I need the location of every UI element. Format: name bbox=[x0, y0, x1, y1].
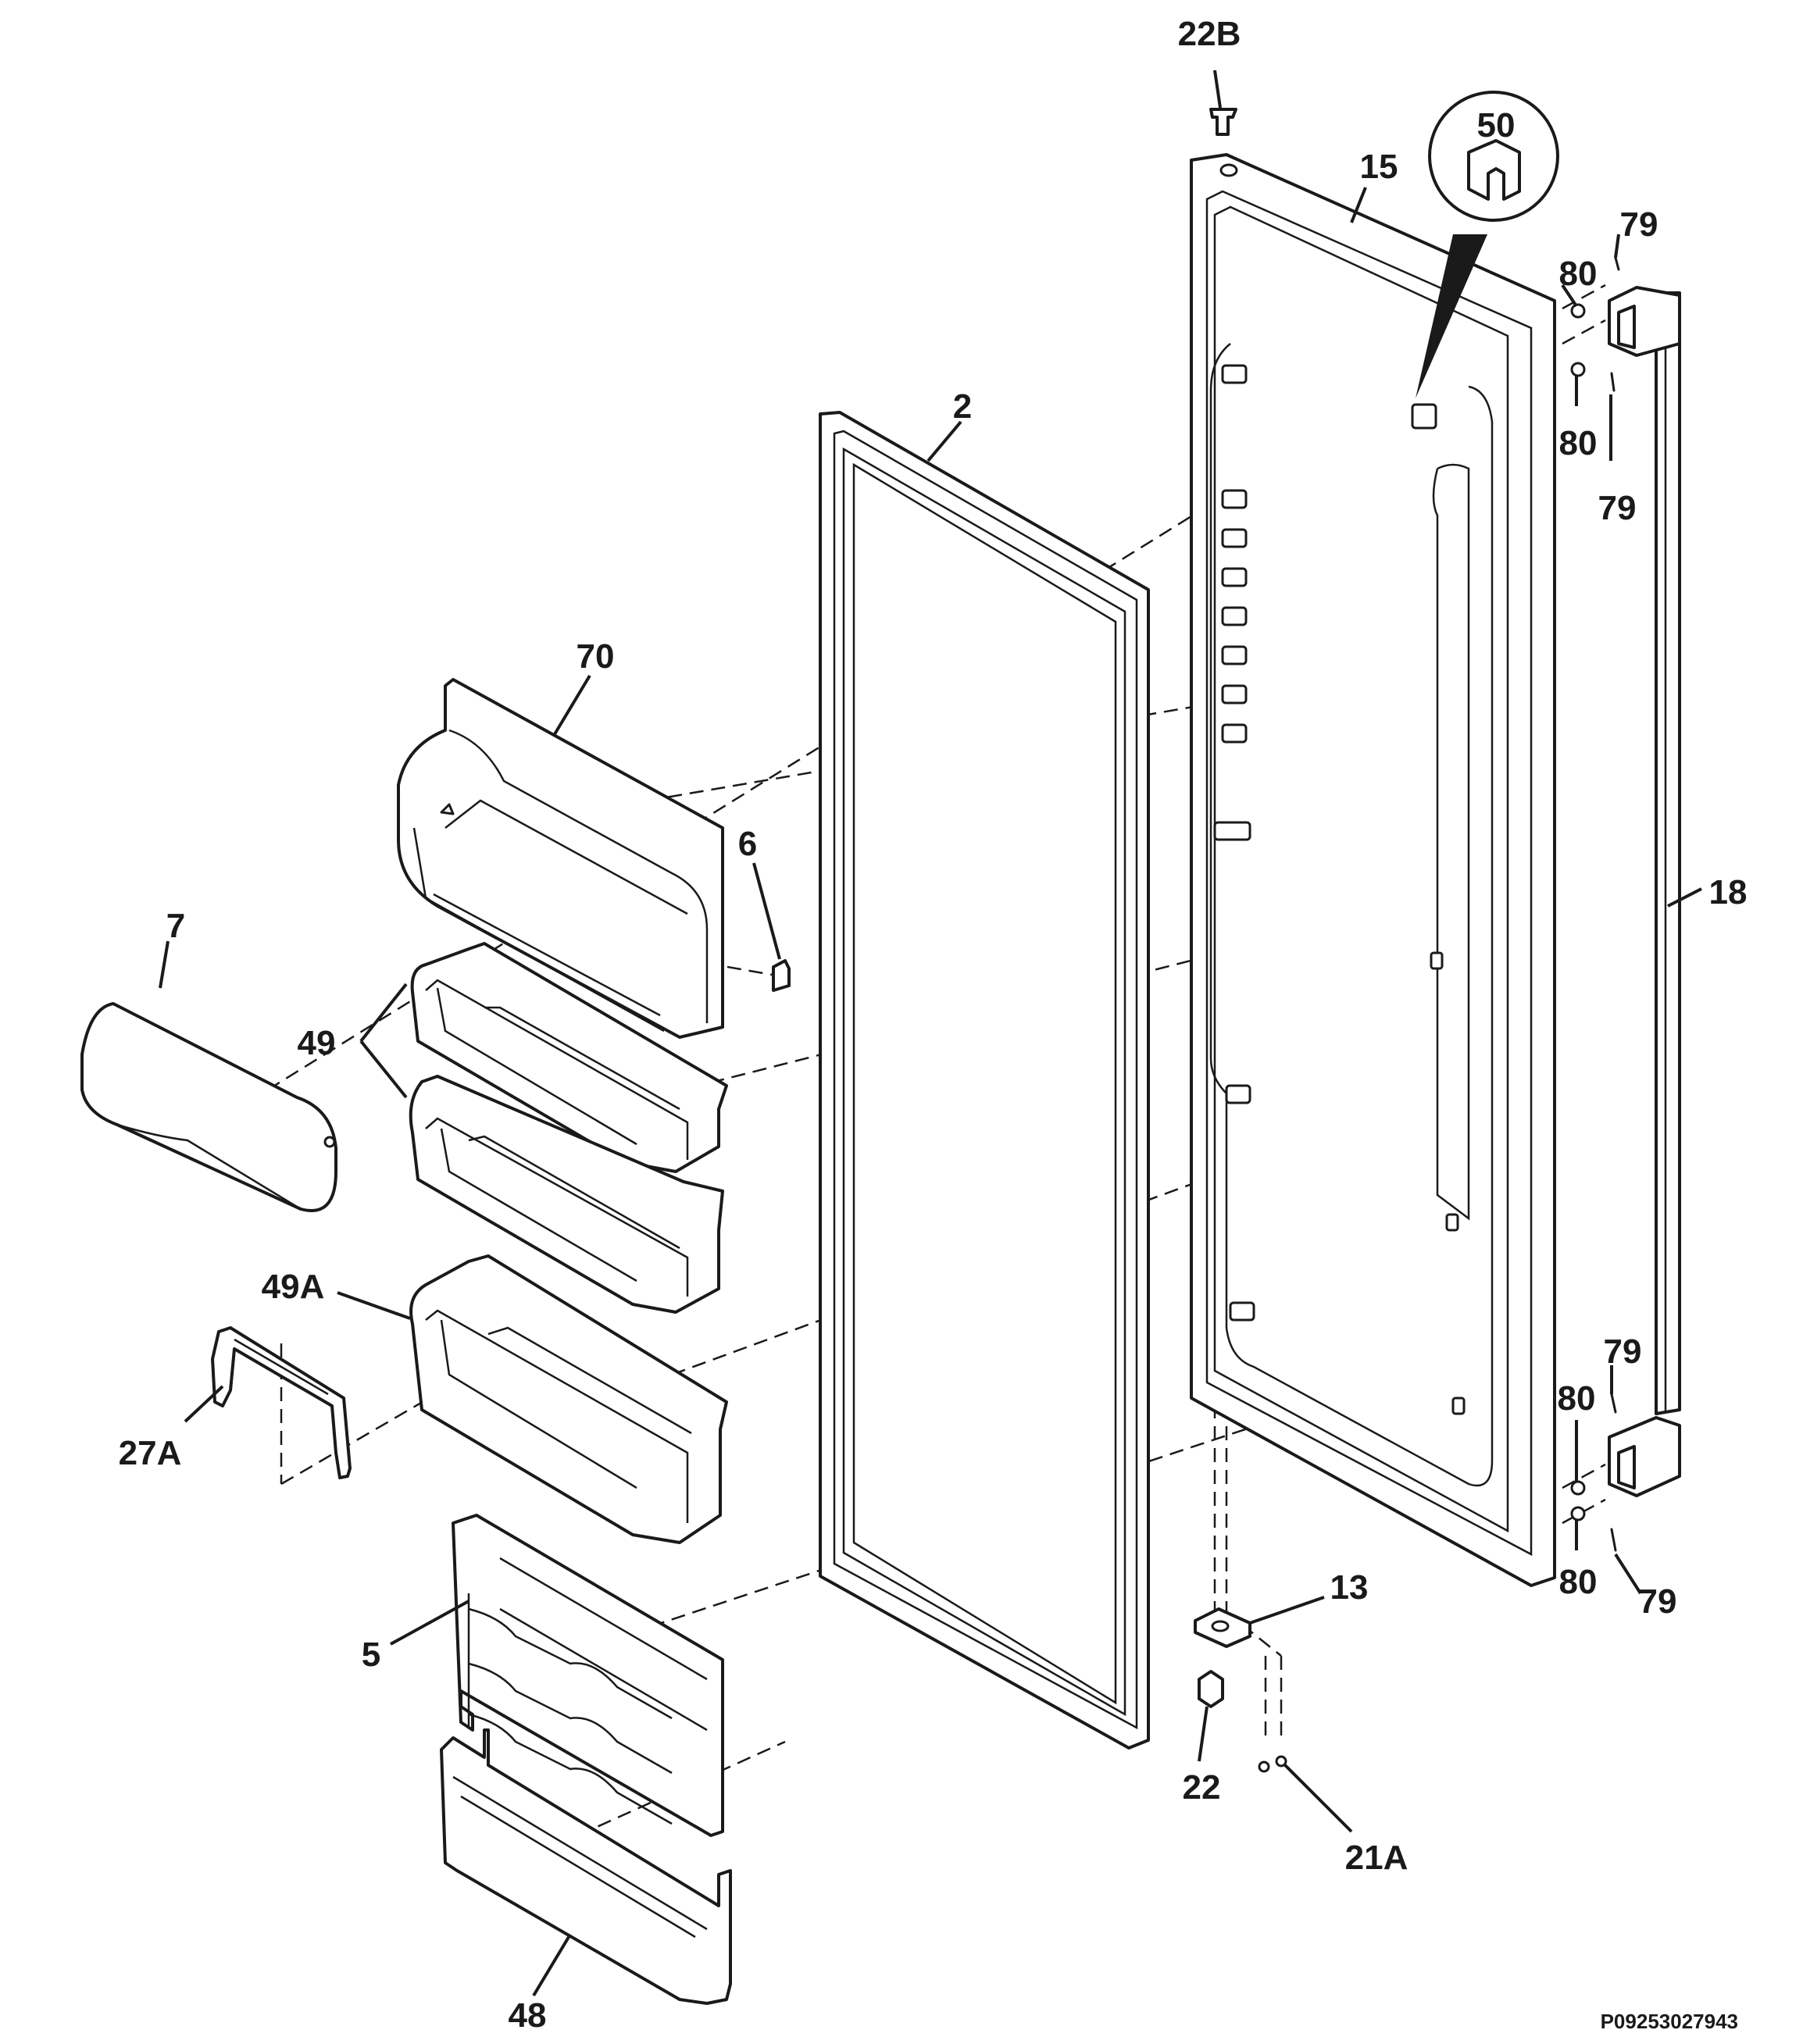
door-bin-lower bbox=[409, 1075, 724, 1314]
callout-79-bottom: 79 bbox=[1604, 1332, 1642, 1371]
document-id: P09253027943 bbox=[1601, 2010, 1738, 2033]
door-bin-large bbox=[409, 1254, 728, 1544]
callout-48: 48 bbox=[509, 1996, 547, 2035]
dairy-bin bbox=[397, 678, 724, 1039]
door-bin-upper bbox=[410, 942, 728, 1173]
callout-79-bottom-lower: 79 bbox=[1639, 1582, 1677, 1621]
callout-7: 7 bbox=[166, 907, 185, 945]
door-shelf bbox=[452, 1514, 724, 1837]
door-shelf-bottom bbox=[440, 1728, 732, 2005]
bottom-hinge-parts bbox=[1194, 1607, 1287, 1773]
leader-lines bbox=[159, 70, 1702, 1997]
callout-79-top-lower: 79 bbox=[1598, 489, 1637, 527]
detail-callout-50 bbox=[1416, 91, 1559, 398]
door-gasket bbox=[819, 411, 1150, 1750]
callout-15: 15 bbox=[1360, 148, 1398, 186]
callout-18: 18 bbox=[1709, 873, 1748, 911]
top-hinge-pin bbox=[1209, 108, 1237, 136]
callout-79-top: 79 bbox=[1620, 205, 1658, 244]
callout-13: 13 bbox=[1330, 1568, 1369, 1607]
callout-6: 6 bbox=[738, 825, 757, 863]
callout-22: 22 bbox=[1183, 1768, 1221, 1807]
callout-labels: 22B 50 15 79 80 80 79 2 70 6 18 7 49 49A… bbox=[119, 15, 1748, 2035]
callout-80-top-lower: 80 bbox=[1559, 424, 1598, 462]
bin-clip bbox=[772, 959, 791, 992]
callout-50: 50 bbox=[1477, 106, 1516, 144]
callout-80-bottom-lower: 80 bbox=[1559, 1563, 1598, 1601]
callout-22b: 22B bbox=[1178, 15, 1241, 53]
callout-80-top: 80 bbox=[1559, 255, 1598, 293]
callout-70: 70 bbox=[577, 637, 615, 676]
callout-80-bottom: 80 bbox=[1558, 1379, 1596, 1418]
callout-21a: 21A bbox=[1345, 1839, 1408, 1877]
callout-49: 49 bbox=[298, 1024, 336, 1062]
bin-handle bbox=[211, 1326, 352, 1479]
door-handle bbox=[1608, 286, 1681, 1497]
callout-49a: 49A bbox=[262, 1268, 325, 1306]
shelf-supports bbox=[1213, 364, 1466, 1415]
callout-27a: 27A bbox=[119, 1434, 182, 1472]
callout-5: 5 bbox=[362, 1636, 380, 1674]
callout-2: 2 bbox=[953, 387, 972, 426]
dairy-door bbox=[80, 1002, 337, 1212]
door-panel bbox=[1190, 153, 1556, 1587]
